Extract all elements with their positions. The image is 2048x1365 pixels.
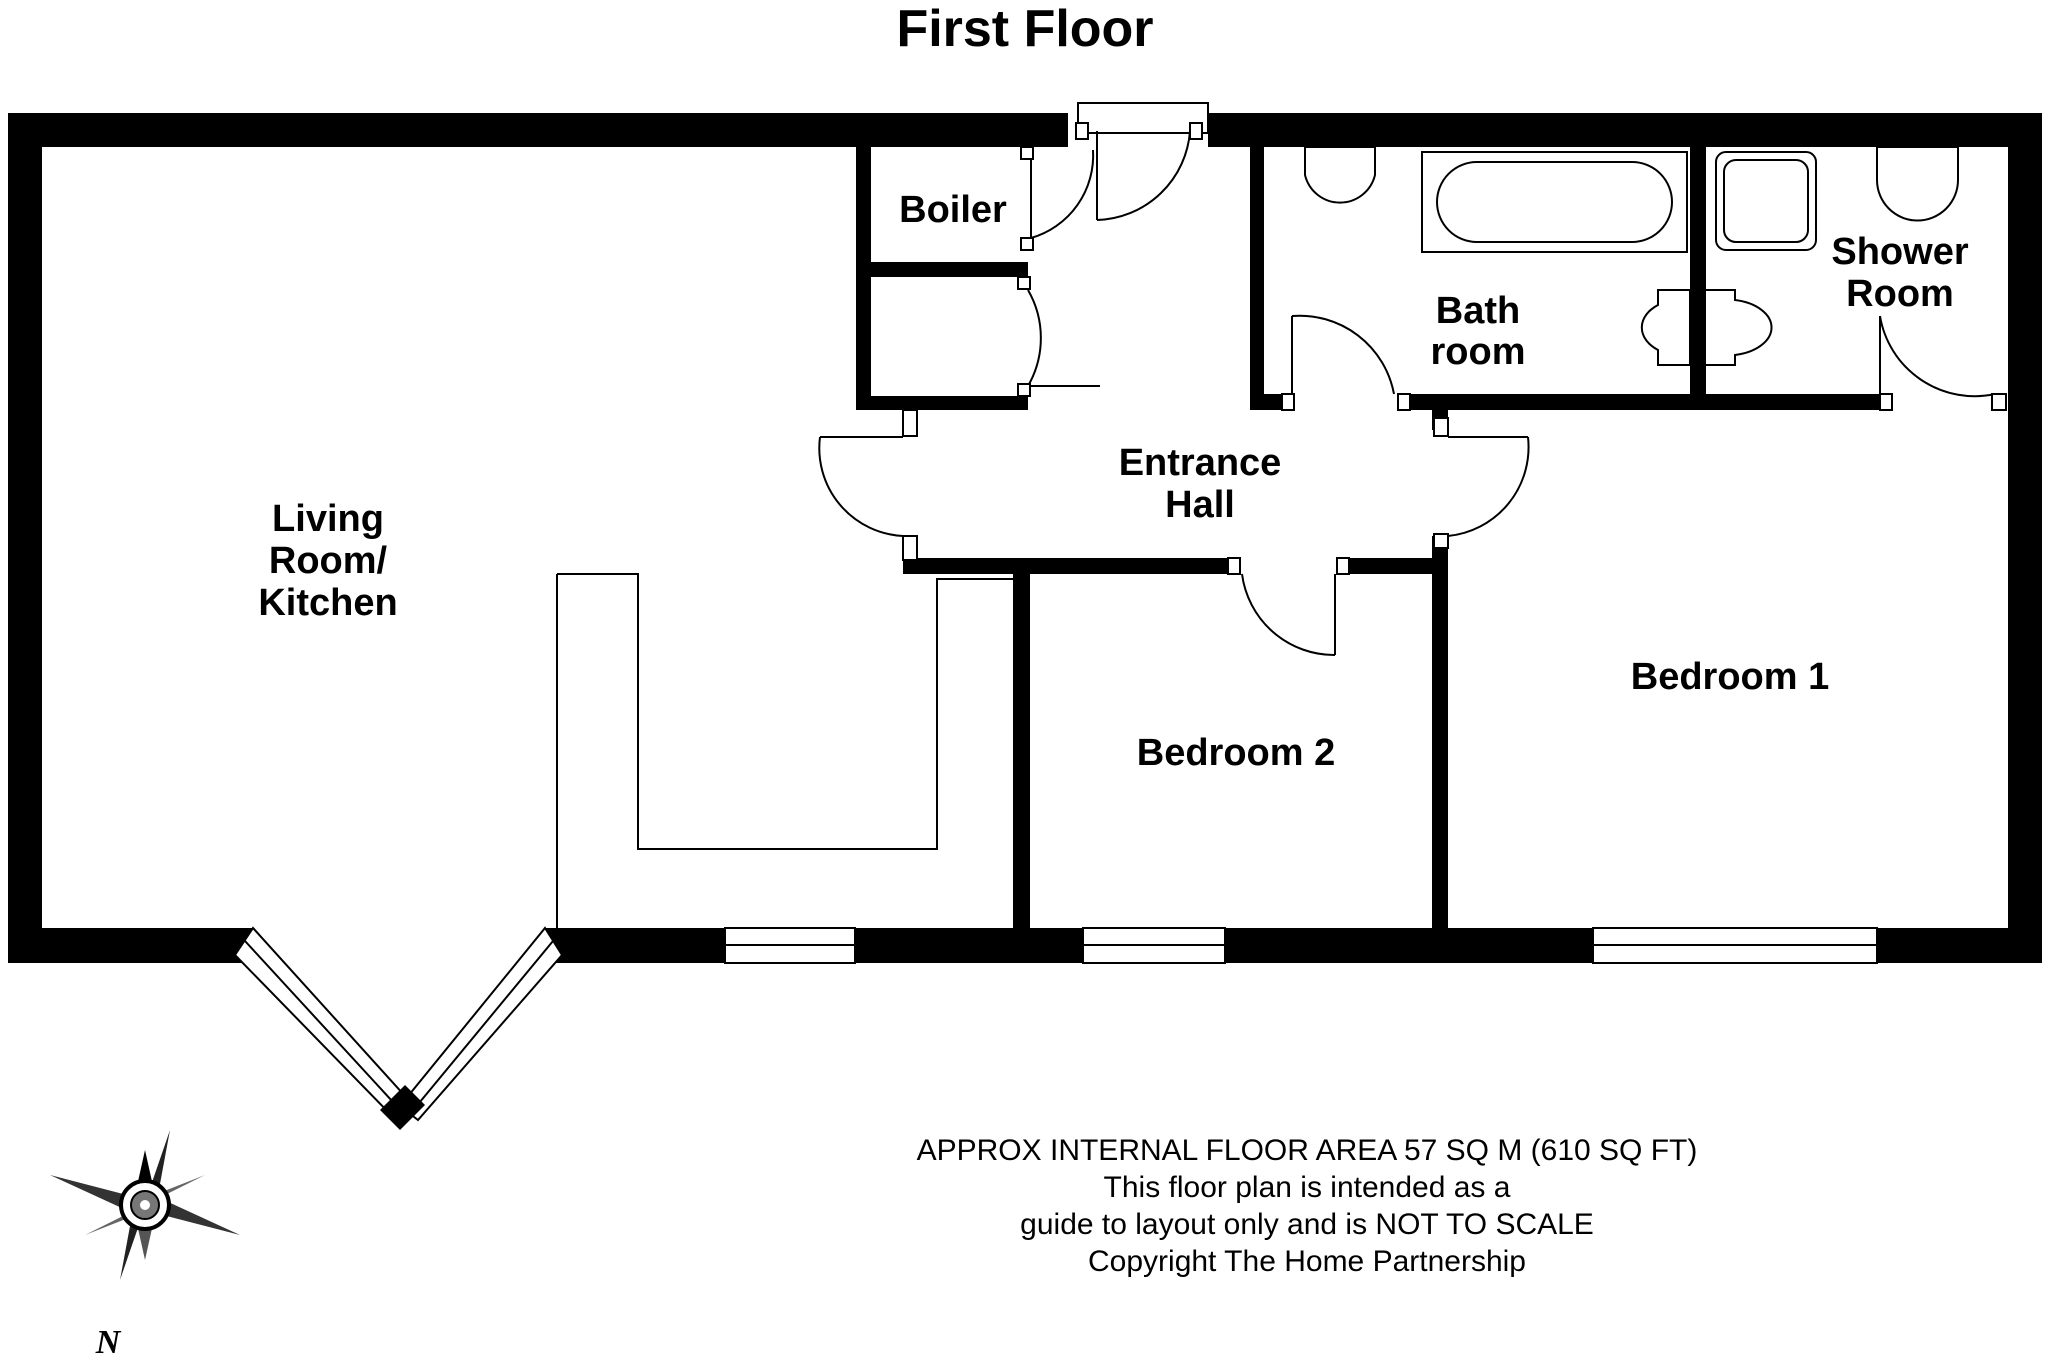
room-label-living-2: Room/ (269, 540, 388, 582)
room-label-shower-1: Shower (1831, 231, 1968, 273)
room-labels: Living Room/ Kitchen Boiler Bath room Sh… (258, 189, 1969, 774)
fixtures (1304, 146, 1959, 366)
interior-walls (856, 147, 1880, 938)
room-label-hall-2: Hall (1165, 484, 1235, 526)
compass-rose: N (50, 1130, 240, 1361)
floor-area-notes: APPROX INTERNAL FLOOR AREA 57 SQ M (610 … (917, 1134, 1698, 1278)
note-copyright: Copyright The Home Partnership (1088, 1245, 1526, 1278)
compass-north-label: N (95, 1324, 122, 1361)
room-label-bathroom-2: room (1431, 331, 1526, 373)
bay-window (233, 926, 564, 1130)
room-label-bathroom-1: Bath (1436, 290, 1520, 332)
bathtub-icon (1421, 151, 1688, 253)
note-intended: This floor plan is intended as a (1104, 1171, 1511, 1204)
shower-tray-icon (1715, 151, 1817, 251)
room-label-bedroom-2: Bedroom 2 (1137, 732, 1335, 774)
room-label-shower-2: Room (1846, 273, 1954, 315)
doors (818, 102, 2007, 657)
room-label-living-3: Kitchen (258, 582, 397, 624)
basin-icon (1706, 289, 1773, 366)
room-label-hall-1: Entrance (1119, 442, 1282, 484)
note-area: APPROX INTERNAL FLOOR AREA 57 SQ M (610 … (917, 1134, 1698, 1167)
toilet-icon (1876, 146, 1959, 222)
windows (724, 927, 1878, 964)
room-label-boiler: Boiler (899, 189, 1007, 231)
kitchen-counter (556, 573, 1013, 928)
toilet-icon (1304, 146, 1376, 204)
note-scale: guide to layout only and is NOT TO SCALE (1020, 1208, 1594, 1241)
plan-title: First Floor (896, 0, 1153, 58)
room-label-living-1: Living (272, 498, 384, 540)
exterior-walls (8, 113, 2042, 963)
room-label-bedroom-1: Bedroom 1 (1631, 656, 1829, 698)
compass-icon (50, 1130, 240, 1280)
basin-icon (1640, 289, 1691, 366)
